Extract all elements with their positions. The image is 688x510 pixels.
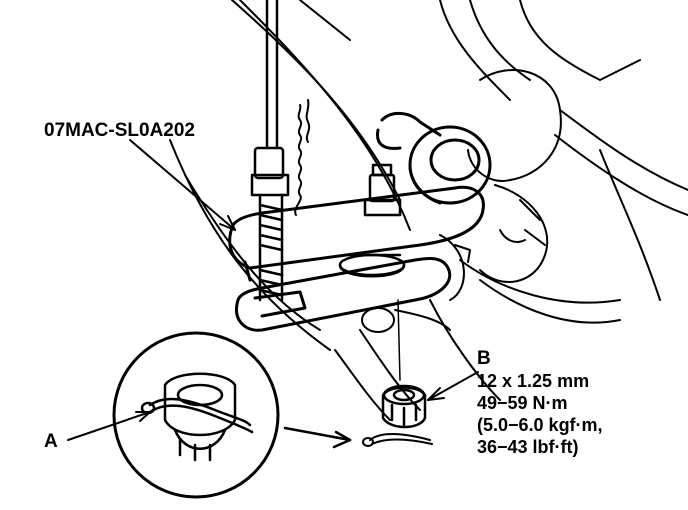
tool-leader-line <box>129 139 236 231</box>
b-leader-line <box>427 371 479 401</box>
tool-upper-plate <box>228 185 485 282</box>
detail-to-pin-arrow <box>283 426 352 449</box>
suspension-background <box>169 0 688 421</box>
nut-torque-nm: 49−59 N·m <box>477 393 568 413</box>
callout-a-label: A <box>44 431 58 452</box>
tie-rod-end <box>375 112 492 205</box>
castle-nut <box>381 384 427 429</box>
nut-torque-kgfm: (5.0−6.0 kgf·m, <box>477 415 603 435</box>
ball-joint-boot <box>338 253 406 278</box>
center-bolt <box>363 163 402 217</box>
knuckle <box>467 69 562 283</box>
detail-nut <box>140 372 254 462</box>
detail-circle <box>112 331 280 499</box>
callout-b-label: B <box>477 348 491 369</box>
tool-bolt <box>250 0 290 302</box>
nut-torque-lbfft: 36−43 lbf·ft) <box>477 437 579 457</box>
nut-thread-spec: 12 x 1.25 mm <box>477 371 590 391</box>
safety-chain <box>294 99 311 216</box>
tool-part-number: 07MAC-SL0A202 <box>44 120 195 141</box>
cotter-pin <box>362 433 433 447</box>
nut-pointer-line <box>397 299 401 381</box>
a-leader-line <box>67 411 151 441</box>
